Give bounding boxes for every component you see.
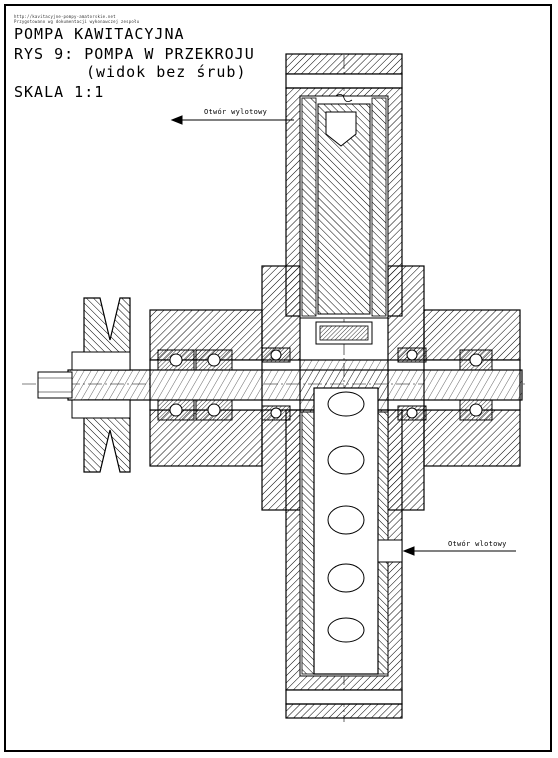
lower-housing <box>285 387 403 691</box>
outlet-label: Otwór wylotowy <box>204 108 268 116</box>
pulley <box>71 297 131 473</box>
bottom-flange <box>285 689 403 719</box>
bearings <box>157 347 493 421</box>
source-url-line: http://kavitacyjne-pompy-amatorskie.net <box>14 14 116 19</box>
upper-housing <box>285 87 403 319</box>
inlet-arrow <box>402 546 516 556</box>
scale-label: SKALA 1:1 <box>14 83 105 101</box>
sheet-border <box>4 4 552 752</box>
figure-title: RYS 9: POMPA W PRZEKROJU <box>14 45 255 63</box>
top-flange <box>285 53 403 89</box>
source-note-line: Przygotowano wg dokumentacji wykonawczej… <box>14 19 140 24</box>
outlet-arrow <box>170 115 294 125</box>
drawing-title: POMPA KAWITACYJNA <box>14 25 185 43</box>
inlet-label: Otwór wlotowy <box>448 540 507 548</box>
figure-subtitle: (widok bez śrub) <box>86 63 247 81</box>
shaft <box>37 359 523 411</box>
